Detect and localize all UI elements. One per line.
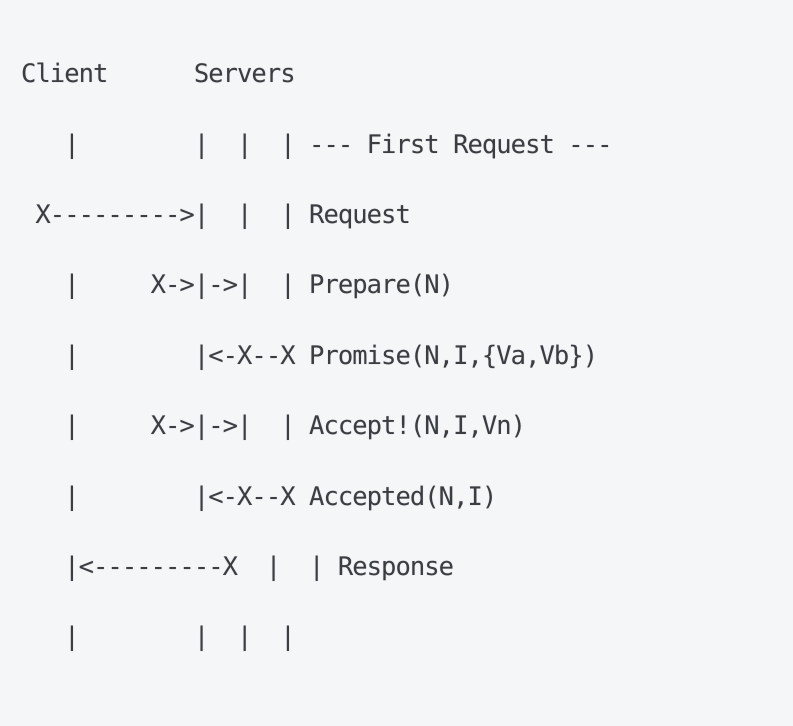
message-row-accepted: | |<-X--X Accepted(N,I) xyxy=(21,481,497,512)
participant-header-row: Client Servers xyxy=(21,59,296,90)
lifeline-row-bottom: | | | | xyxy=(21,622,295,653)
message-row-promise: | |<-X--X Promise(N,I,{Va,Vb}) xyxy=(21,340,598,371)
message-row-prepare: | X->|->| | Prepare(N) xyxy=(21,270,454,301)
section-label-row-first-request: | | | | --- First Request --- xyxy=(21,129,612,160)
message-row-accept: | X->|->| | Accept!(N,I,Vn) xyxy=(21,411,526,442)
message-row-response: |<---------X | | Response xyxy=(21,551,454,582)
message-row-request: X--------->| | | Request xyxy=(21,199,410,230)
ascii-art-block: Client Servers | | | | --- First Request… xyxy=(21,22,612,726)
ascii-sequence-diagram: Client Servers | | | | --- First Request… xyxy=(21,59,613,653)
